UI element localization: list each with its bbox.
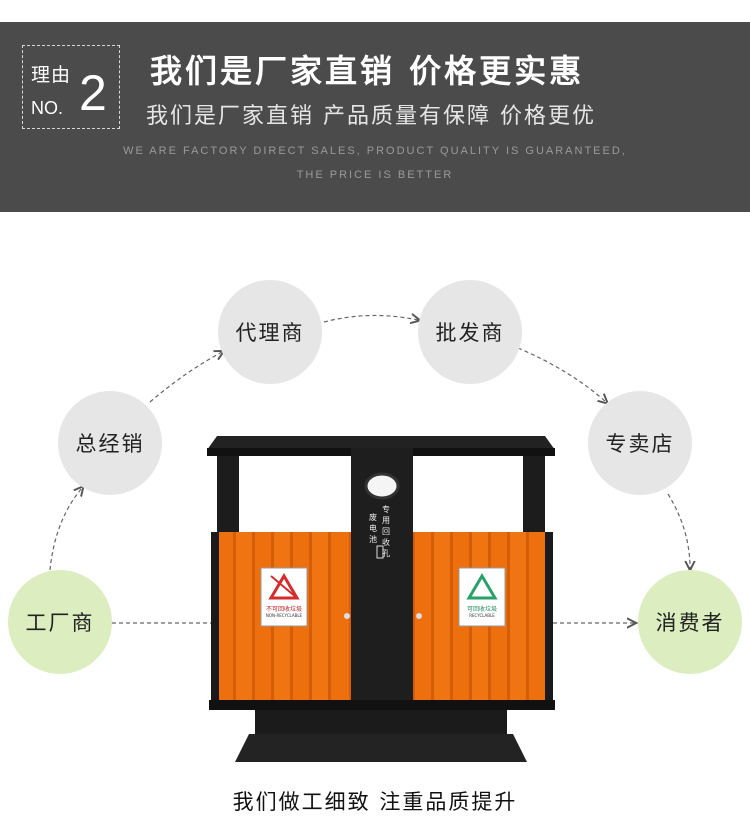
banner-english-line-1: WE ARE FACTORY DIRECT SALES, PRODUCT QUA…	[123, 145, 627, 157]
non-recyclable-sign	[260, 567, 308, 627]
banner-english-line-2: THE PRICE IS BETTER	[296, 169, 454, 181]
arrow-factory-to-distributor	[49, 488, 82, 571]
left-sign-label: 不可回收垃圾	[265, 606, 302, 613]
header-banner	[0, 22, 750, 212]
banner-title: 我们是厂家直销 价格更实惠	[150, 52, 585, 90]
recyclable-sign	[458, 567, 506, 627]
right-sign-label: 可回收垃圾	[466, 606, 497, 613]
arrow-store-to-consumer	[667, 493, 690, 568]
arrow-distributor-to-agent	[149, 352, 222, 403]
badge-no-label: NO.	[31, 98, 64, 118]
node-store: 专卖店	[588, 391, 692, 495]
caption: 我们做工细致 注重品质提升	[232, 790, 518, 814]
banner-subtitle: 我们是厂家直销 产品质量有保障 价格更优	[146, 104, 596, 129]
node-consumer: 消费者	[638, 570, 742, 674]
trash-bin-illustration	[207, 436, 555, 762]
reason-badge: 理由 NO. 2	[22, 45, 120, 129]
node-factory: 工厂商	[8, 570, 112, 674]
node-agent: 代理商	[218, 280, 322, 384]
left-sign-english: NON-RECYCLABLE	[265, 613, 303, 618]
node-distributor: 总经销	[58, 391, 162, 495]
arrow-agent-to-wholesaler	[323, 315, 418, 322]
battery-label-right: 专用回收孔	[382, 505, 390, 558]
battery-label-left: 废电池	[369, 513, 377, 544]
node-wholesaler: 批发商	[418, 280, 522, 384]
badge-number: 2	[79, 65, 107, 121]
arrow-wholesaler-to-store	[517, 347, 606, 402]
right-sign-english: RECYCLABLE	[469, 613, 495, 618]
badge-reason-label: 理由	[31, 64, 72, 86]
